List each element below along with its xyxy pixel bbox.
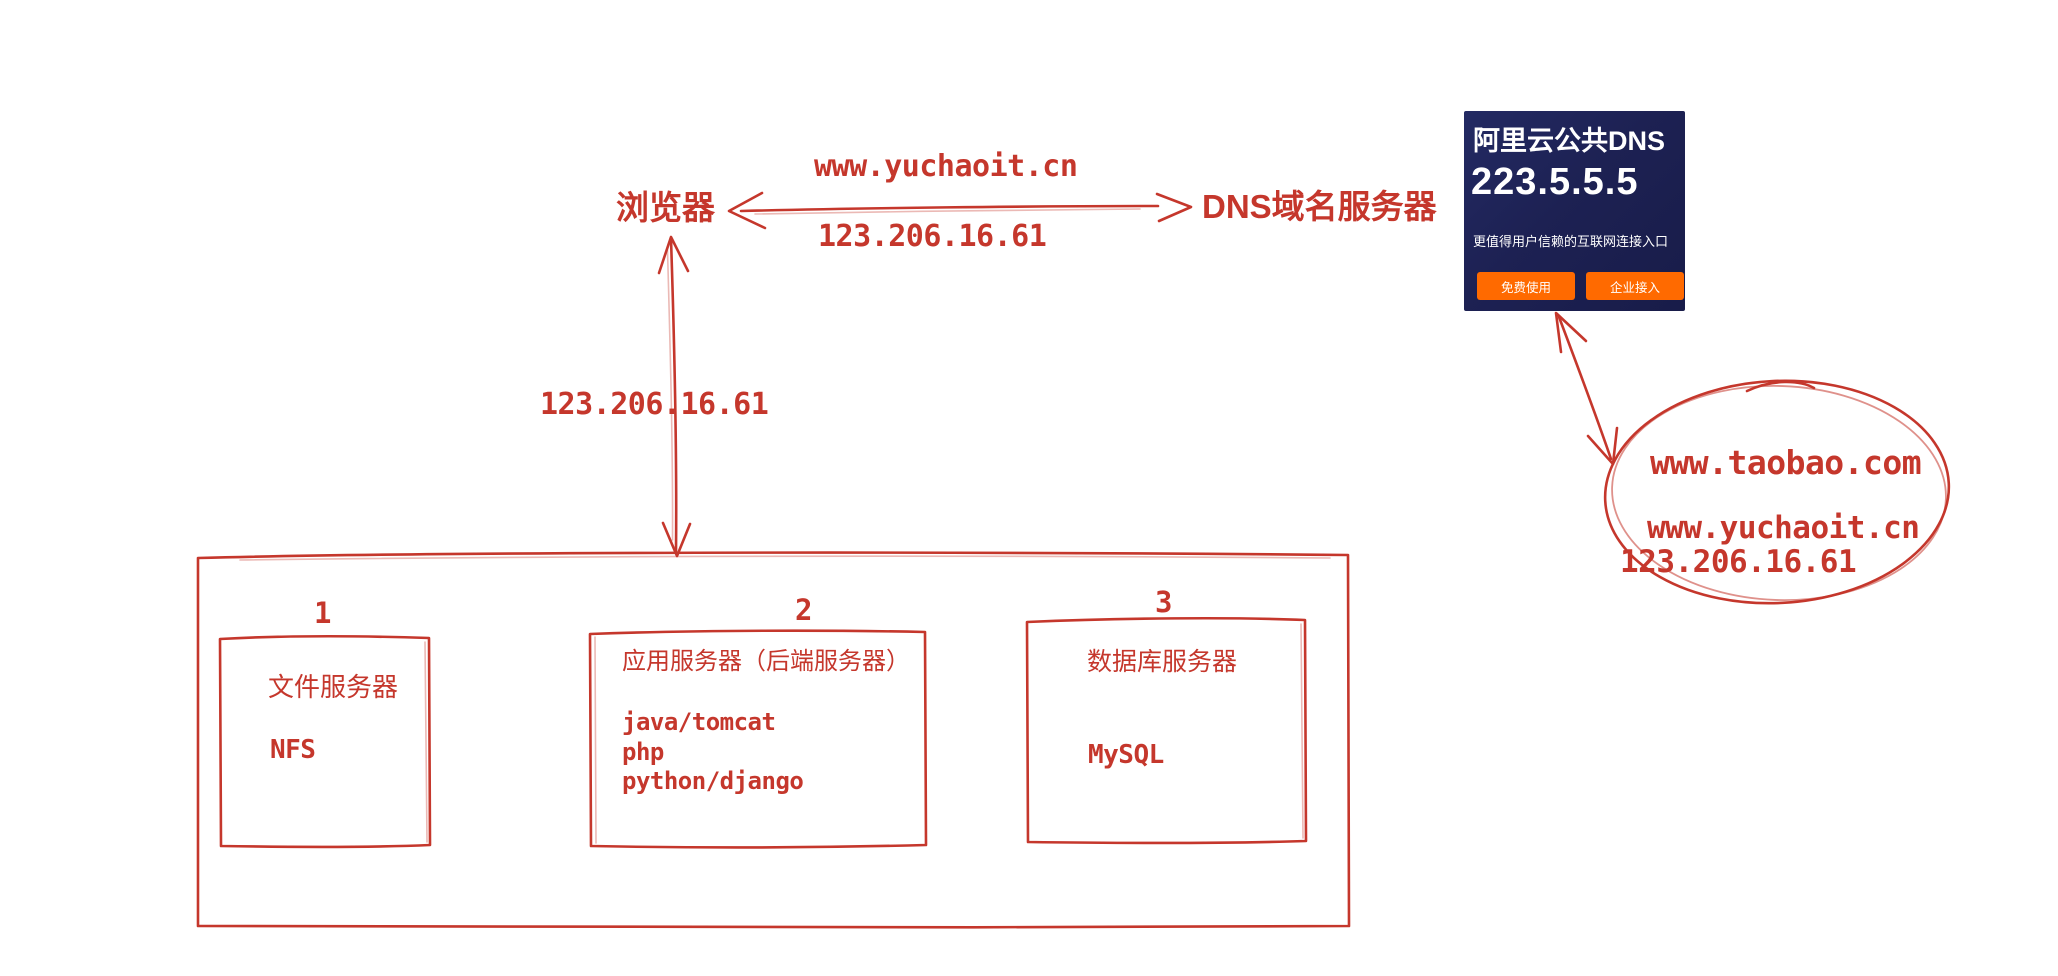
resolution-ellipse-outline [1603, 379, 1951, 605]
arrowhead-left-icon [727, 191, 767, 230]
server-cluster-outline [196, 551, 1351, 929]
diagonal-double-arrow [1554, 311, 1619, 466]
horizontal-double-arrow [727, 191, 1193, 230]
free-use-button[interactable]: 免费使用 [1477, 272, 1575, 300]
aliyun-dns-card: 阿里云公共DNS 223.5.5.5 更值得用户信赖的互联网连接入口 免费使用 … [1464, 111, 1685, 311]
app-server-number: 2 [795, 593, 812, 627]
db-server-title: 数据库服务器 [1087, 648, 1238, 676]
response-ip-label: 123.206.16.61 [818, 219, 1047, 254]
dns-server-label: DNS域名服务器 [1202, 188, 1437, 225]
enterprise-access-button[interactable]: 企业接入 [1586, 272, 1684, 300]
aliyun-dns-title: 阿里云公共DNS [1473, 126, 1666, 156]
app-server-title: 应用服务器（后端服务器） [622, 648, 910, 675]
resolution-bubble-ip: 123.206.16.61 [1620, 544, 1857, 580]
file-server-title: 文件服务器 [268, 672, 399, 702]
app-server-item-python-django: python/django [622, 767, 804, 795]
db-server-box-outline [1025, 616, 1308, 845]
file-server-box-outline [218, 634, 432, 849]
arrowhead-right-icon [1155, 192, 1193, 223]
arrowhead-down-icon [661, 521, 692, 558]
aliyun-dns-ip: 223.5.5.5 [1471, 161, 1639, 203]
resolution-bubble-yuchaoit: www.yuchaoit.cn [1647, 510, 1920, 546]
file-server-number: 1 [314, 596, 331, 630]
app-server-box-outline [588, 629, 928, 849]
db-server-number: 3 [1155, 585, 1172, 619]
ellipse-pen-squiggle [1745, 380, 1816, 393]
db-server-item-mysql: MySQL [1088, 740, 1164, 770]
request-domain-label: www.yuchaoit.cn [814, 149, 1078, 184]
app-server-item-php: php [622, 738, 664, 766]
arrowhead-up-icon [657, 235, 690, 275]
arrowhead-upleft-icon [1554, 311, 1588, 354]
aliyun-dns-tagline: 更值得用户信赖的互联网连接入口 [1473, 234, 1669, 249]
resolution-bubble-taobao: www.taobao.com [1650, 443, 1922, 482]
file-server-item-nfs: NFS [270, 735, 316, 765]
vertical-double-arrow [657, 235, 692, 558]
cluster-ip-label: 123.206.16.61 [540, 387, 769, 422]
browser-label: 浏览器 [616, 189, 715, 226]
app-server-item-java-tomcat: java/tomcat [622, 708, 776, 736]
